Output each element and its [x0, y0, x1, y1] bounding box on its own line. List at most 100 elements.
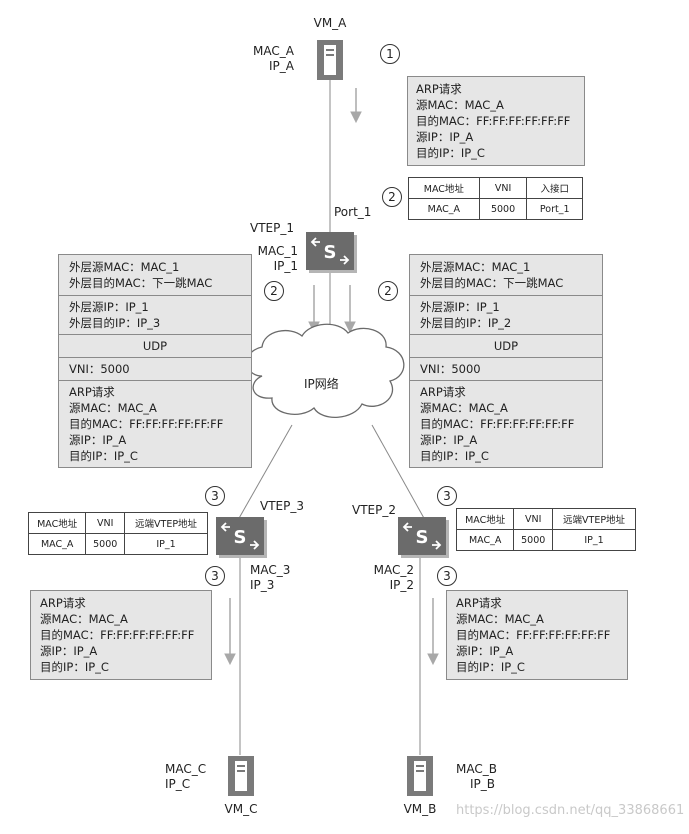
udp-header: UDP [59, 335, 251, 358]
step-2-marker-right: 2 [378, 281, 398, 301]
outer-eth-header: 外层源MAC：MAC_1 外层目的MAC：下一跳MAC [410, 255, 602, 296]
arp-src-ip: 源IP：IP_A [416, 130, 474, 144]
vtep3-name: VTEP_3 [260, 499, 304, 513]
ip-network-cloud [246, 323, 405, 419]
arp-src-mac: 源MAC：MAC_A [40, 612, 128, 626]
arp-request-box-right: ARP请求 源MAC：MAC_A 目的MAC：FF:FF:FF:FF:FF:FF… [446, 590, 628, 680]
arp-src-ip: 源IP：IP_A [456, 644, 514, 658]
arrow-down-3 [344, 321, 356, 334]
vm-b-server-icon[interactable] [407, 756, 433, 796]
table-header-cell: 入接口 [526, 177, 583, 199]
outer-src-mac: 外层源MAC：MAC_1 [69, 260, 180, 274]
arp-title: ARP请求 [69, 385, 115, 399]
vtep2-mac: MAC_2 [373, 563, 414, 577]
inner-arp: ARP请求 源MAC：MAC_A 目的MAC：FF:FF:FF:FF:FF:FF… [59, 381, 251, 467]
table-header-cell: MAC地址 [408, 177, 480, 199]
arp-title: ARP请求 [456, 596, 502, 610]
arp-title: ARP请求 [416, 82, 462, 96]
arp-src-ip: 源IP：IP_A [420, 433, 478, 447]
udp-header: UDP [410, 335, 602, 358]
vtep2-switch-icon[interactable]: S [398, 517, 446, 555]
table-header-row: MAC地址 VNI 远端VTEP地址 [455, 508, 636, 530]
arp-dst-mac: 目的MAC：FF:FF:FF:FF:FF:FF [69, 417, 224, 431]
vm-c-ip: IP_C [165, 777, 191, 791]
step-1-marker: 1 [380, 44, 400, 64]
vtep3-mac-table: MAC地址 VNI 远端VTEP地址 MAC_A 5000 IP_1 [27, 512, 208, 555]
arp-title: ARP请求 [420, 385, 466, 399]
vtep1-switch-icon[interactable]: S [306, 232, 354, 270]
vm-b-ip: IP_B [470, 777, 496, 791]
arp-dst-mac: 目的MAC：FF:FF:FF:FF:FF:FF [420, 417, 575, 431]
ip-network-label: IP网络 [304, 377, 339, 391]
arp-title: ARP请求 [40, 596, 86, 610]
table-header-cell: 远端VTEP地址 [552, 508, 636, 530]
table-header-cell: MAC地址 [455, 508, 515, 530]
vtep3-switch-icon[interactable]: S [216, 517, 264, 555]
vtep1-mac: MAC_1 [257, 244, 298, 258]
outer-src-ip: 外层源IP：IP_1 [420, 300, 500, 314]
arrow-down-1 [350, 111, 362, 124]
vtep1-ip: IP_1 [273, 259, 298, 273]
step-3-marker-left-bottom: 3 [205, 566, 225, 586]
arp-request-box-top: ARP请求 源MAC：MAC_A 目的MAC：FF:FF:FF:FF:FF:FF… [407, 76, 585, 166]
arp-dst-ip: 目的IP：IP_C [420, 449, 489, 463]
vm-a-mac: MAC_A [253, 44, 294, 58]
vm-a-ip: IP_A [269, 59, 294, 73]
arrow-down-5 [427, 653, 439, 666]
arp-dst-ip: 目的IP：IP_C [40, 660, 109, 674]
table-cell: MAC_A [27, 533, 87, 555]
vm-a-server-icon[interactable] [317, 40, 343, 80]
table-cell: IP_1 [552, 529, 636, 551]
vtep3-mac: MAC_3 [250, 563, 291, 577]
link-cloud-vtep2 [371, 424, 426, 521]
outer-src-mac: 外层源MAC：MAC_1 [420, 260, 531, 274]
table-header-cell: VNI [85, 512, 126, 534]
outer-dst-mac: 外层目的MAC：下一跳MAC [69, 276, 213, 290]
switch-letter: S [324, 242, 337, 263]
inner-arp: ARP请求 源MAC：MAC_A 目的MAC：FF:FF:FF:FF:FF:FF… [410, 381, 602, 467]
arrow-down-4 [224, 653, 236, 666]
outer-dst-ip: 外层目的IP：IP_2 [420, 316, 512, 330]
arp-dst-ip: 目的IP：IP_C [416, 146, 485, 160]
vtep2-mac-table: MAC地址 VNI 远端VTEP地址 MAC_A 5000 IP_1 [455, 508, 636, 551]
vm-c-server-icon[interactable] [228, 756, 254, 796]
step-3-marker-right-top: 3 [437, 486, 457, 506]
table-header-cell: VNI [513, 508, 554, 530]
switch-letter: S [416, 527, 429, 548]
outer-ip-header: 外层源IP：IP_1 外层目的IP：IP_3 [59, 296, 251, 335]
vm-c-mac: MAC_C [165, 762, 207, 776]
table-row: MAC_A 5000 IP_1 [455, 529, 636, 551]
arp-dst-ip: 目的IP：IP_C [456, 660, 525, 674]
table-cell: IP_1 [124, 533, 208, 555]
vm-a-name: VM_A [313, 16, 347, 30]
table-cell: 5000 [513, 529, 554, 551]
table-cell: MAC_A [408, 198, 480, 220]
step-2-marker-left: 2 [264, 281, 284, 301]
table-cell: Port_1 [526, 198, 583, 220]
vtep2-name: VTEP_2 [352, 503, 396, 517]
link-cloud-vtep3 [237, 424, 293, 521]
arp-request-box-left: ARP请求 源MAC：MAC_A 目的MAC：FF:FF:FF:FF:FF:FF… [30, 590, 212, 680]
outer-eth-header: 外层源MAC：MAC_1 外层目的MAC：下一跳MAC [59, 255, 251, 296]
arp-src-mac: 源MAC：MAC_A [416, 98, 504, 112]
table-row: MAC_A 5000 Port_1 [408, 198, 583, 220]
table-header-row: MAC地址 VNI 入接口 [408, 177, 583, 199]
vxlan-packet-left: 外层源MAC：MAC_1 外层目的MAC：下一跳MAC 外层源IP：IP_1 外… [58, 254, 252, 468]
vm-b-mac: MAC_B [456, 762, 497, 776]
arp-dst-mac: 目的MAC：FF:FF:FF:FF:FF:FF [416, 114, 571, 128]
table-header-cell: 远端VTEP地址 [124, 512, 208, 534]
outer-src-ip: 外层源IP：IP_1 [69, 300, 149, 314]
watermark: https://blog.csdn.net/qq_33868661 [456, 803, 685, 818]
vtep3-ip: IP_3 [250, 578, 275, 592]
arp-dst-mac: 目的MAC：FF:FF:FF:FF:FF:FF [456, 628, 611, 642]
outer-dst-ip: 外层目的IP：IP_3 [69, 316, 161, 330]
table-header-row: MAC地址 VNI 远端VTEP地址 [27, 512, 208, 534]
table-cell: MAC_A [455, 529, 515, 551]
step-2-marker-table: 2 [382, 187, 402, 207]
step-3-marker-right-bottom: 3 [437, 566, 457, 586]
vm-b-name: VM_B [403, 802, 437, 816]
table-header-cell: MAC地址 [27, 512, 87, 534]
arp-src-ip: 源IP：IP_A [40, 644, 98, 658]
table-row: MAC_A 5000 IP_1 [27, 533, 208, 555]
